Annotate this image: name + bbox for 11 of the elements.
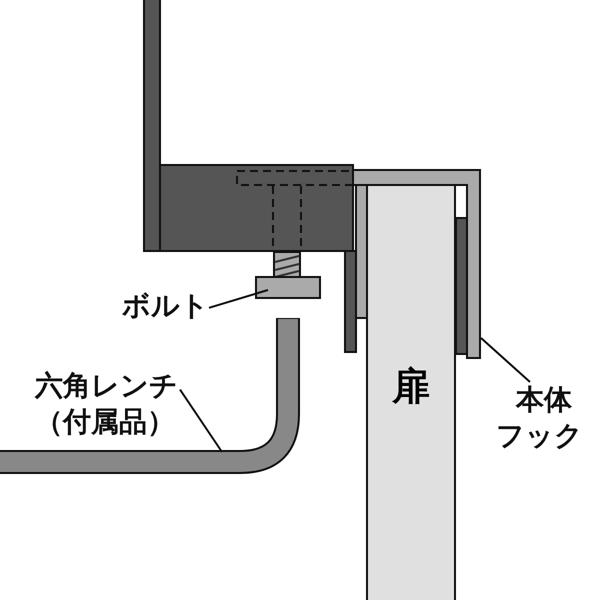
leader-line: [208, 289, 268, 309]
part-label: 六角レンチ（付属品）: [35, 368, 180, 440]
door-panel: [366, 184, 456, 600]
leader-line: [179, 389, 223, 453]
leader-line: [480, 337, 531, 383]
door-label: 扉: [392, 363, 430, 410]
bolt-drawing: [255, 251, 321, 299]
hex-wrench-drawing: [0, 318, 300, 474]
part-label: 本体フック: [496, 382, 592, 454]
hook-drawing: [352, 169, 481, 359]
part-label: ボルト: [122, 288, 209, 324]
